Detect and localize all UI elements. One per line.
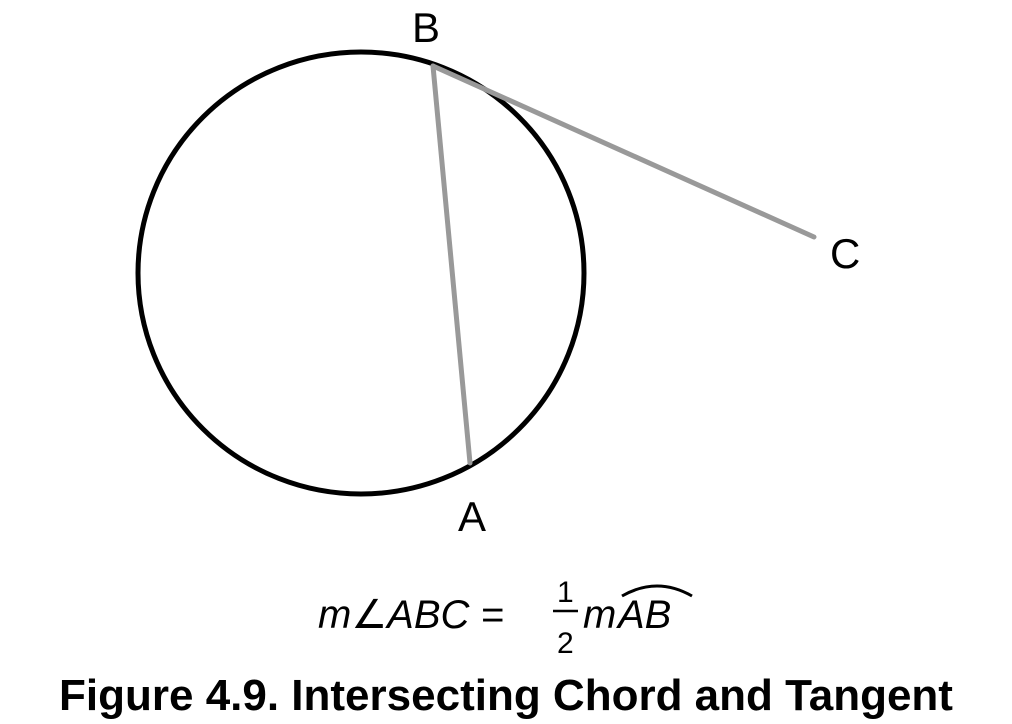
formula-rhs-prefix: m — [583, 593, 616, 637]
tangent-bc — [430, 63, 817, 240]
figure-caption: Figure 4.9. Intersecting Chord and Tange… — [59, 671, 953, 720]
point-label-b: B — [412, 4, 440, 51]
formula-arc: AB — [616, 593, 671, 637]
arc-symbol — [621, 584, 693, 598]
point-label-a: A — [458, 493, 486, 540]
formula-numerator: 1 — [557, 576, 574, 609]
point-label-c: C — [830, 230, 860, 277]
circle — [135, 49, 587, 497]
formula-lhs: m∠ABC = — [318, 593, 504, 637]
formula-denominator: 2 — [557, 627, 574, 660]
chord-ab — [430, 63, 473, 466]
